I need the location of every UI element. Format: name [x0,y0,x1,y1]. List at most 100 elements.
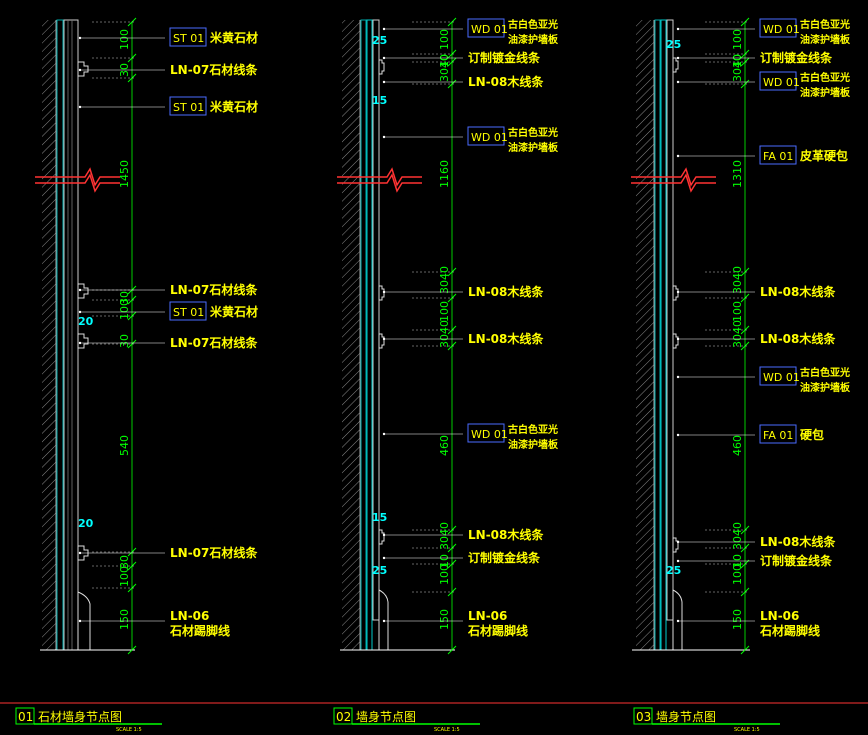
detail-number: 03 [636,710,651,724]
side-dimension-value: 20 [78,517,94,530]
leader-dot [676,375,680,379]
material-label: 古白色亚光 [800,71,850,84]
material-label: 皮革硬包 [799,148,848,163]
break-line [35,167,120,187]
material-label: LN-08木线条 [468,527,544,542]
dimension-value: 150 [118,609,131,630]
material-label: 米黄石材 [210,99,258,114]
side-dimension-value: 25 [666,38,681,51]
material-code-box [467,423,505,443]
material-code-box [467,126,505,146]
detail-scale: SCALE 1:5 [434,727,460,733]
dimension-value: 460 [731,435,744,456]
panel-face [666,19,674,621]
wood-molding [672,333,679,349]
detail-02 [337,19,455,651]
leader-dot [676,619,680,623]
leader-dot [382,56,386,60]
leader-dot [676,154,680,158]
leader-dot [382,135,386,139]
material-label: 订制镀金线条 [760,553,833,568]
dimension-value: 3040 [438,54,451,82]
material-label: 古白色亚光 [800,18,850,31]
wall-hatch [42,20,56,650]
break-line [337,167,422,187]
dimension-value: 100 [118,299,131,320]
material-label-line2: 油漆护墙板 [800,33,851,46]
stone-face [63,19,79,651]
leader-dot [78,68,82,72]
dimension-value: 10 [731,54,744,68]
side-dimension-value: 25 [372,34,387,47]
dimension-value: 3040 [731,320,744,348]
leader-dot [676,337,680,341]
leader-dot [382,432,386,436]
material-label: 硬包 [800,427,824,442]
detail-scale: SCALE 1:5 [116,727,142,733]
leader-dot [382,80,386,84]
material-code: FA 01 [763,429,793,442]
material-code: ST 01 [173,101,204,114]
dimension-value: 100 [438,29,451,50]
material-label-line2: 油漆护墙板 [508,438,559,451]
detail-03 [631,19,750,651]
leader-dot [676,80,680,84]
detail-01 [35,19,135,651]
panel-layer [366,19,373,651]
title-number-box [333,707,353,725]
leader-dot [78,288,82,292]
break-line [631,173,716,193]
skirting [378,589,389,651]
wood-molding [378,333,385,349]
dimension-value: 100 [118,566,131,587]
leader-dot [382,27,386,31]
material-code-box [759,145,797,165]
material-label: LN-06 [760,609,799,623]
detail-title: 石材墙身节点图 [38,709,122,724]
stone-molding [77,545,89,561]
material-code-box [169,96,207,116]
material-code-box [759,18,797,38]
dimension-value: 30 [118,555,131,569]
stone-molding [77,61,89,77]
leader-dot [676,540,680,544]
dimension-value: 100 [731,564,744,585]
panel-layer [660,19,667,651]
leader-dot [78,36,82,40]
dimension-value: 3040 [731,54,744,82]
material-label: 订制镀金线条 [468,50,541,65]
side-dimension-value: 15 [372,511,387,524]
material-label: LN-07石材线条 [170,62,258,77]
leader-dot [382,619,386,623]
detail-number: 01 [18,710,33,724]
material-code-box [759,366,797,386]
dimension-value: 10 [438,554,451,568]
leader-dot [382,533,386,537]
dimension-value: 100 [731,29,744,50]
panel-face [372,19,380,621]
dimension-value: 100 [118,29,131,50]
dimension-value: 3040 [731,522,744,550]
material-label: LN-08木线条 [760,534,836,549]
dimension-value: 10 [438,54,451,68]
detail-title: 墙身节点图 [356,709,416,724]
material-code: WD 01 [471,428,508,441]
material-code: WD 01 [763,76,800,89]
side-dimension-value: 20 [78,315,94,328]
leader-dot [78,105,82,109]
material-label: 古白色亚光 [508,126,558,139]
dimension-value: 3040 [438,266,451,294]
material-label: LN-08木线条 [468,331,544,346]
detail-scale: SCALE 1:5 [734,727,760,733]
material-label: LN-08木线条 [468,74,544,89]
material-code-box [169,301,207,321]
material-code: WD 01 [471,23,508,36]
material-label: LN-06 [468,609,507,623]
wood-molding [672,285,679,301]
material-code-box [759,71,797,91]
material-label: 米黄石材 [210,304,258,319]
dimension-value: 1160 [438,160,451,188]
dimension-value: 100 [438,564,451,585]
wall-hatch [342,20,360,650]
